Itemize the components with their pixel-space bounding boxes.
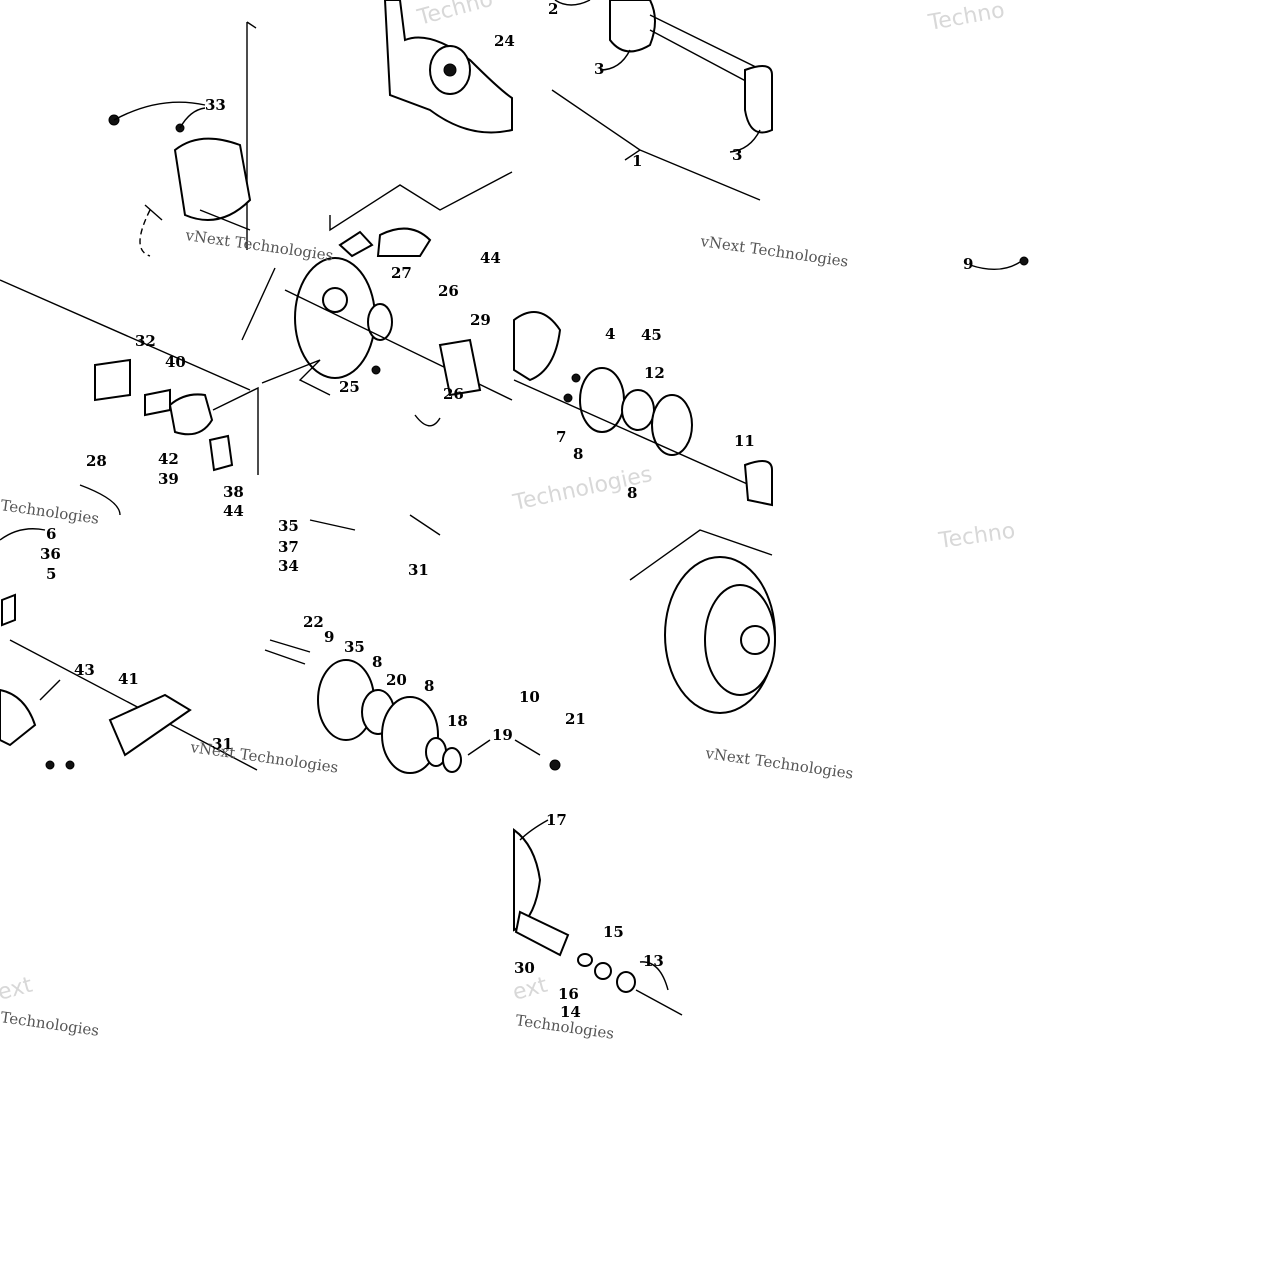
- callout-label: 26: [438, 282, 459, 300]
- callout-label: 22: [303, 613, 324, 631]
- callout-label: 30: [514, 959, 535, 977]
- tile-low-center: [264, 514, 491, 774]
- callout-label: 9: [324, 628, 334, 646]
- callout-label: 33: [205, 96, 226, 114]
- callout-label: 10: [519, 688, 540, 706]
- watermark-text: Technologies: [0, 1008, 100, 1040]
- callout-label: 39: [158, 470, 179, 488]
- callout-label: 28: [86, 452, 107, 470]
- callout-label: 36: [40, 545, 61, 563]
- watermark-text: ext: [510, 973, 550, 1006]
- watermark-text: Technologies: [0, 496, 100, 528]
- callout-labels: 33 24 2 3 3 1 44 9 27 26 29 4 45 12 32 4…: [40, 0, 973, 1021]
- callout-label: 1: [632, 152, 642, 170]
- callout-label: 2: [548, 0, 558, 18]
- callout-label: 35: [278, 517, 299, 535]
- watermark-text: vNext Technologies: [703, 744, 854, 783]
- tile-mid-right: [513, 311, 773, 507]
- callout-label: 5: [46, 565, 56, 583]
- callout-label: 18: [447, 712, 468, 730]
- callout-label: 45: [641, 326, 662, 344]
- tile-top-center: [329, 0, 513, 258]
- callout-label: 19: [492, 726, 513, 744]
- callout-label: 15: [603, 923, 624, 941]
- callout-label: 35: [344, 638, 365, 656]
- callout-label: 21: [565, 710, 586, 728]
- tile-low-right: [514, 529, 776, 771]
- callout-label: 26: [443, 385, 464, 403]
- tile-bottom-center: [513, 819, 683, 1016]
- callout-label: 8: [372, 653, 382, 671]
- callout-label: 8: [627, 484, 637, 502]
- callout-label: 4: [605, 325, 615, 343]
- callout-label: 12: [644, 364, 665, 382]
- callout-label: 24: [494, 32, 515, 50]
- watermark-text: vNext Technologies: [698, 232, 849, 271]
- tile-top-right: [551, 0, 773, 201]
- callout-label: 40: [165, 353, 186, 371]
- callout-label: 31: [408, 561, 429, 579]
- callout-label: 8: [424, 677, 434, 695]
- callout-label: 38: [223, 483, 244, 501]
- tile-mid-left: [0, 279, 259, 516]
- callout-label: 27: [391, 264, 412, 282]
- watermark-text: vNext Technologies: [183, 226, 334, 265]
- callout-label: 43: [74, 661, 95, 679]
- watermark-text: Techno: [936, 519, 1016, 555]
- callout-label: 3: [594, 60, 604, 78]
- callout-label: 41: [118, 670, 139, 688]
- callout-label: 20: [386, 671, 407, 689]
- callout-label: 25: [339, 378, 360, 396]
- callout-label: 8: [573, 445, 583, 463]
- callout-label: 32: [135, 332, 156, 350]
- callout-label: 29: [470, 311, 491, 329]
- callout-label: 44: [480, 249, 501, 267]
- callout-label: 3: [732, 146, 742, 164]
- callout-label: 37: [278, 538, 299, 556]
- callout-label: 14: [560, 1003, 581, 1021]
- tile-mid-far-right: [969, 256, 1029, 270]
- callout-label: 17: [546, 811, 567, 829]
- callout-label: 11: [734, 432, 755, 450]
- callout-label: 42: [158, 450, 179, 468]
- callout-label: 31: [212, 735, 233, 753]
- callout-label: 7: [556, 428, 566, 446]
- tile-top-left: [108, 21, 257, 257]
- callout-label: 16: [558, 985, 579, 1003]
- callout-label: 13: [643, 952, 664, 970]
- callout-label: 9: [963, 255, 973, 273]
- callout-label: 6: [46, 525, 56, 543]
- watermark-text: ext: [0, 973, 36, 1006]
- tile-low-left: [0, 528, 258, 771]
- watermark-text: Techno: [414, 0, 496, 31]
- watermark-text: Techno: [926, 0, 1007, 36]
- callout-label: 34: [278, 557, 299, 575]
- callout-label: 44: [223, 502, 244, 520]
- tile-mid-center: [241, 257, 513, 427]
- watermarks: Techno Techno vNext Technologies vNext T…: [0, 0, 1017, 1043]
